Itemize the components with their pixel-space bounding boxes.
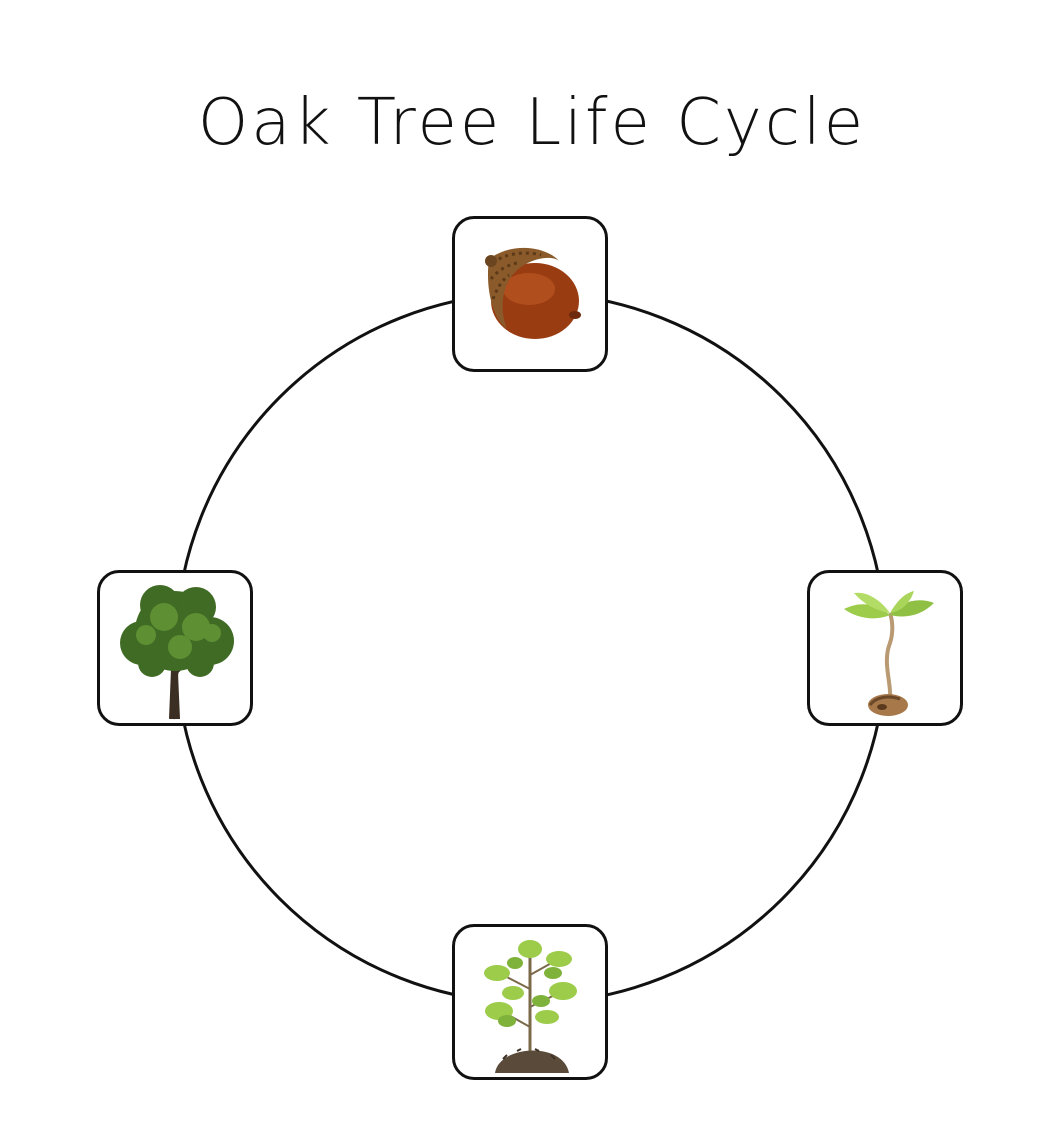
mature-oak-tree-icon [120,585,234,720]
oak-sapling-icon [484,940,577,1073]
stage-card-sprout [807,570,963,726]
sprouting-acorn-icon [844,591,934,716]
stage-card-tree [97,570,253,726]
stage-card-sapling [452,924,608,1080]
acorn-icon [485,247,581,339]
page-title: Oak Tree Life Cycle [197,85,867,160]
stage-card-acorn [452,216,608,372]
